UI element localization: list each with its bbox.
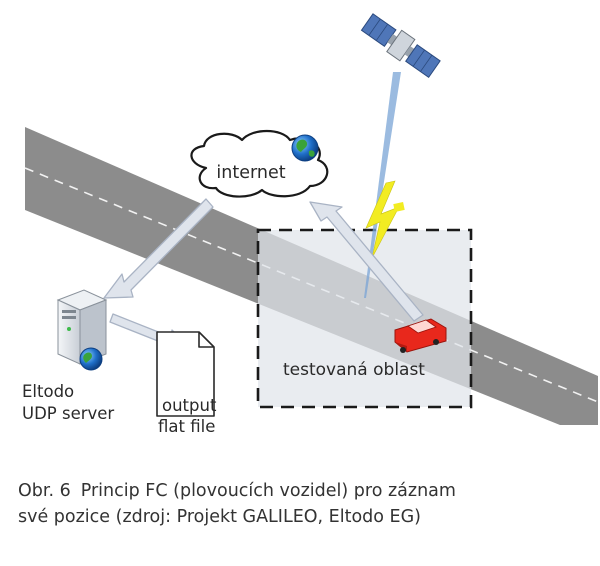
arrow-car-to-internet [309, 201, 424, 322]
server-label-line2: UDP server [22, 404, 114, 423]
file-label-line2: flat file [158, 417, 215, 436]
test-area-label: testovaná oblast [283, 360, 425, 380]
car-icon [394, 318, 447, 353]
file-label-line1: output [162, 396, 217, 415]
satellite-beam [364, 72, 401, 298]
globe-icon [291, 134, 319, 162]
caption-text-line2: své pozice (zdroj: Projekt GALILEO, Elto… [18, 507, 421, 527]
server-globe-icon [79, 347, 103, 371]
satellite-icon [360, 13, 441, 78]
arrow-internet-to-server [103, 198, 214, 299]
caption-line-1: Obr. 6 Princip FC (plovoucích vozidel) pr… [18, 478, 588, 504]
fc-principle-diagram: internet Eltodo UDP server output flat f… [22, 13, 599, 436]
caption-text-line1: Princip FC (plovoucích vozidel) pro zázn… [80, 481, 456, 501]
figure-caption: Obr. 6 Princip FC (plovoucích vozidel) pr… [18, 478, 588, 530]
file-icon [156, 331, 215, 417]
figure-number: Obr. 6 [18, 481, 71, 501]
server-label-line1: Eltodo [22, 382, 74, 401]
server-icon [56, 289, 108, 365]
signal-tick-icon [393, 202, 405, 212]
internet-label: internet [216, 163, 285, 183]
lightning-signal-icon [365, 180, 400, 259]
